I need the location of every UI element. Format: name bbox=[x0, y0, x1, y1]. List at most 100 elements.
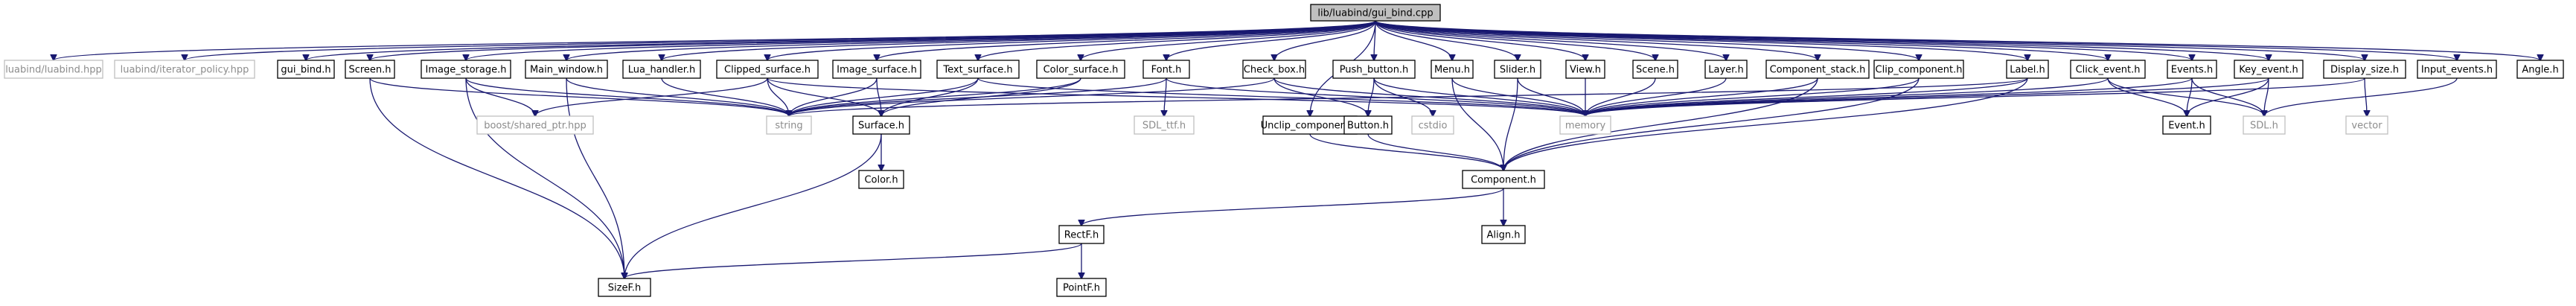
edge-root-to-imgstore bbox=[466, 20, 1376, 60]
node-label: Component.h bbox=[1471, 175, 1536, 186]
node-label: Push_button.h bbox=[1340, 65, 1409, 76]
node-event[interactable]: Event.h bbox=[2162, 115, 2211, 135]
node-surface[interactable]: Surface.h bbox=[852, 115, 910, 135]
node-label: Check_box.h bbox=[1244, 65, 1305, 76]
edge-root-to-slider bbox=[1375, 20, 1518, 60]
edge-checkbox-to-button bbox=[1273, 77, 1368, 116]
edge-clickev-to-memory bbox=[1585, 77, 2109, 116]
node-events[interactable]: Events.h bbox=[2167, 60, 2217, 79]
node-label: Color.h bbox=[864, 175, 898, 186]
node-cstdio[interactable]: cstdio bbox=[1411, 115, 1454, 135]
edge-root-to-colorsurf bbox=[1081, 20, 1376, 60]
node-align[interactable]: Align.h bbox=[1481, 225, 1526, 244]
edge-clipsurf-to-sharedptr bbox=[535, 77, 768, 116]
node-dispsize[interactable]: Display_size.h bbox=[2323, 60, 2406, 79]
node-label: vector bbox=[2351, 121, 2382, 132]
edge-root-to-guibind bbox=[306, 20, 1376, 60]
node-label: boost/shared_ptr.hpp bbox=[484, 121, 587, 132]
node-label: SizeF.h bbox=[608, 283, 641, 294]
node-keyev[interactable]: Key_event.h bbox=[2234, 60, 2304, 79]
edge-layer bbox=[54, 20, 2540, 278]
node-label: cstdio bbox=[1419, 121, 1448, 132]
edge-imgstore-to-string bbox=[465, 77, 789, 116]
node-luabind[interactable]: luabind/luabind.hpp bbox=[4, 60, 103, 79]
node-box bbox=[2516, 60, 2564, 79]
node-label: gui_bind.h bbox=[281, 65, 330, 76]
node-label: string bbox=[775, 121, 802, 132]
node-box bbox=[1262, 115, 1358, 135]
node-root[interactable]: lib/luabind/gui_bind.cpp bbox=[1310, 4, 1441, 22]
node-rectf[interactable]: RectF.h bbox=[1058, 225, 1105, 244]
node-string[interactable]: string bbox=[766, 115, 812, 135]
edge-label-to-memory bbox=[1585, 77, 2028, 116]
node-box bbox=[1565, 60, 1605, 79]
edge-root-to-compstack bbox=[1375, 20, 1818, 60]
node-scene[interactable]: Scene.h bbox=[1632, 60, 1678, 79]
node-box bbox=[2006, 60, 2049, 79]
node-label: Image_storage.h bbox=[426, 65, 507, 76]
node-clipcomp[interactable]: Clip_component.h bbox=[1873, 60, 1964, 79]
node-label: luabind/luabind.hpp bbox=[5, 65, 102, 76]
node-imgsurf[interactable]: Image_surface.h bbox=[832, 60, 921, 79]
node-label: Events.h bbox=[2171, 65, 2213, 76]
node-label: Color_surface.h bbox=[1043, 65, 1119, 76]
node-guibind[interactable]: gui_bind.h bbox=[277, 60, 335, 79]
node-box bbox=[1332, 60, 1416, 79]
edge-compstack-to-memory bbox=[1585, 77, 1818, 116]
edge-compstack-to-component bbox=[1503, 77, 1818, 170]
node-color[interactable]: Color.h bbox=[858, 170, 904, 189]
edge-textsurf-to-string bbox=[789, 77, 979, 116]
node-box bbox=[936, 60, 1020, 79]
node-memory[interactable]: memory bbox=[1559, 115, 1611, 135]
node-component[interactable]: Component.h bbox=[1462, 170, 1545, 189]
node-clipsurf[interactable]: Clipped_surface.h bbox=[716, 60, 819, 79]
node-sharedptr[interactable]: boost/shared_ptr.hpp bbox=[476, 115, 594, 135]
edge-keyev-to-memory bbox=[1585, 77, 2269, 116]
node-textsurf[interactable]: Text_surface.h bbox=[936, 60, 1020, 79]
node-angle[interactable]: Angle.h bbox=[2516, 60, 2564, 79]
node-label: Slider.h bbox=[1500, 65, 1535, 76]
node-box bbox=[2162, 115, 2211, 135]
node-checkbox[interactable]: Check_box.h bbox=[1242, 60, 1306, 79]
edge-keyev-to-event bbox=[2187, 77, 2269, 116]
edge-clipsurf-to-surface bbox=[767, 77, 881, 116]
node-screen[interactable]: Screen.h bbox=[345, 60, 395, 79]
node-pushbtn[interactable]: Push_button.h bbox=[1332, 60, 1416, 79]
node-sizef[interactable]: SizeF.h bbox=[598, 278, 651, 297]
node-label: Angle.h bbox=[2522, 65, 2558, 76]
node-label: Component_stack.h bbox=[1770, 65, 1866, 76]
edge-root-to-imgsurf bbox=[877, 20, 1376, 60]
node-compstack[interactable]: Component_stack.h bbox=[1765, 60, 1870, 79]
node-luahandler[interactable]: Lua_handler.h bbox=[622, 60, 701, 79]
edge-font-to-memory bbox=[1166, 77, 1585, 116]
node-mainwin[interactable]: Main_window.h bbox=[525, 60, 608, 79]
node-layer[interactable]: Layer.h bbox=[1704, 60, 1748, 79]
node-view[interactable]: View.h bbox=[1565, 60, 1605, 79]
node-clickev[interactable]: Click_event.h bbox=[2070, 60, 2146, 79]
edge-root-to-layer bbox=[1375, 20, 1726, 60]
node-imgstore[interactable]: Image_storage.h bbox=[421, 60, 511, 79]
edge-menu-to-memory bbox=[1451, 77, 1585, 116]
node-label[interactable]: Label.h bbox=[2006, 60, 2049, 79]
node-sdlttf[interactable]: SDL_ttf.h bbox=[1134, 115, 1195, 135]
node-iterpol[interactable]: luabind/iterator_policy.hpp bbox=[114, 60, 255, 79]
node-colorsurf[interactable]: Color_surface.h bbox=[1036, 60, 1125, 79]
edge-mainwin-to-string bbox=[566, 77, 789, 116]
node-inputev[interactable]: Input_events.h bbox=[2417, 60, 2497, 79]
node-pointf[interactable]: PointF.h bbox=[1056, 278, 1107, 297]
node-box bbox=[622, 60, 701, 79]
node-sdl[interactable]: SDL.h bbox=[2243, 115, 2286, 135]
edge-mainwin-to-sizef bbox=[566, 77, 624, 278]
node-unclip[interactable]: Unclip_component.h bbox=[1261, 115, 1360, 135]
edge-pushbtn-to-button bbox=[1368, 77, 1375, 116]
edge-events-to-memory bbox=[1585, 77, 2193, 116]
node-label: SDL.h bbox=[2250, 121, 2278, 132]
node-box bbox=[2167, 60, 2217, 79]
node-button[interactable]: Button.h bbox=[1343, 115, 1393, 135]
node-font[interactable]: Font.h bbox=[1142, 60, 1190, 79]
node-menu[interactable]: Menu.h bbox=[1431, 60, 1474, 79]
node-vector[interactable]: vector bbox=[2345, 115, 2388, 135]
node-box bbox=[832, 60, 921, 79]
node-slider[interactable]: Slider.h bbox=[1494, 60, 1541, 79]
